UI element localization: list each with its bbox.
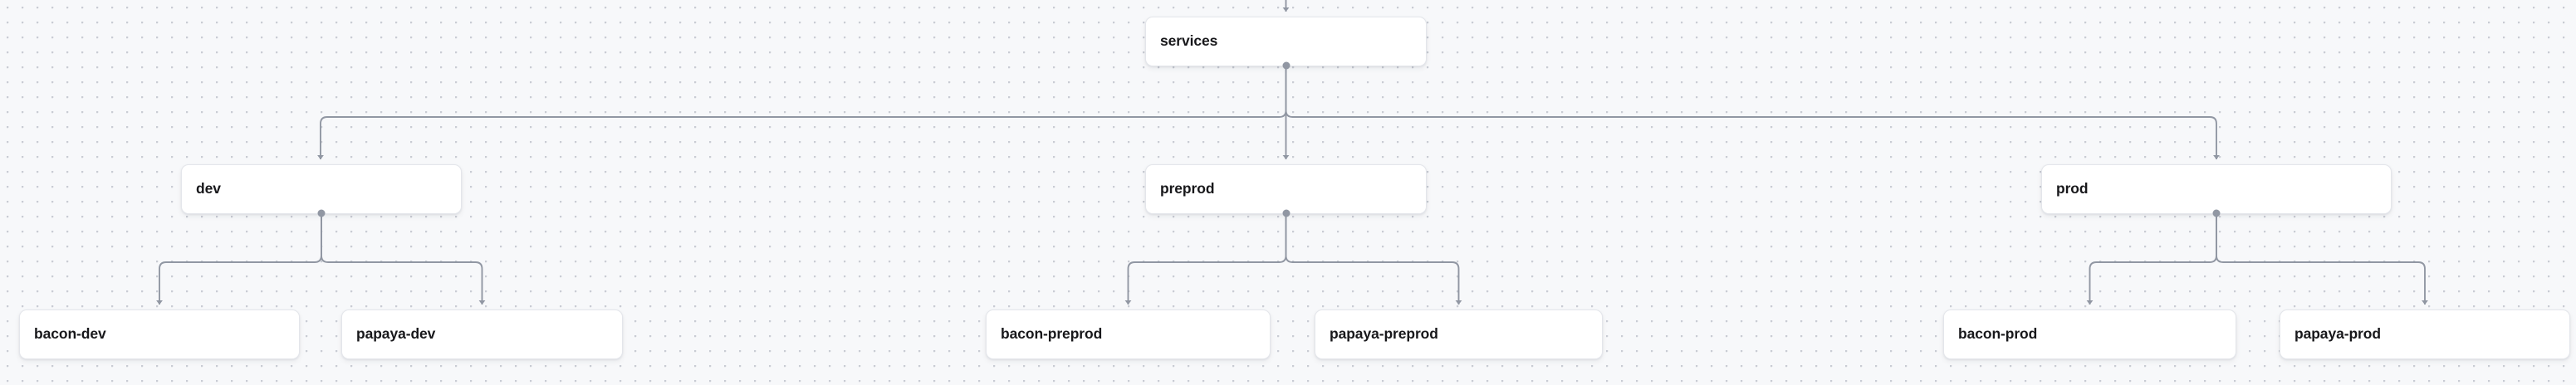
edge-prod-bacon-prod (2086, 214, 2217, 305)
node-papaya-dev[interactable]: papaya-dev (341, 309, 623, 359)
edge-services-prod (1285, 66, 2220, 160)
node-label: prod (2056, 180, 2089, 197)
node-label: preprod (1160, 180, 1215, 197)
node-label: bacon-dev (34, 325, 106, 343)
node-prod[interactable]: prod (2041, 164, 2392, 217)
node-dev[interactable]: dev (181, 164, 462, 217)
node-label: bacon-prod (1958, 325, 2038, 343)
source-handle[interactable] (1282, 61, 1290, 70)
edge-prod-papaya-prod (2216, 214, 2428, 305)
node-papaya-preprod[interactable]: papaya-preprod (1315, 309, 1603, 359)
node-label: dev (196, 180, 221, 197)
node-preprod[interactable]: preprod (1145, 164, 1427, 217)
edge-dev-bacon-dev (156, 214, 322, 305)
edge-preprod-papaya-preprod (1285, 214, 1462, 305)
node-label: services (1160, 32, 1218, 50)
node-label: bacon-preprod (1001, 325, 1103, 343)
node-services[interactable]: services (1145, 17, 1427, 70)
node-bacon-dev[interactable]: bacon-dev (19, 309, 300, 359)
edge-services-dev (317, 66, 1287, 160)
source-handle[interactable] (1282, 209, 1290, 217)
source-handle[interactable] (317, 209, 326, 217)
edge-dev-papaya-dev (321, 214, 486, 305)
source-handle[interactable] (2212, 209, 2221, 217)
node-bacon-prod[interactable]: bacon-prod (1943, 309, 2236, 359)
node-bacon-preprod[interactable]: bacon-preprod (986, 309, 1271, 359)
edge-preprod-bacon-preprod (1124, 214, 1287, 305)
node-papaya-prod[interactable]: papaya-prod (2280, 309, 2570, 359)
node-label: papaya-dev (356, 325, 436, 343)
node-label: papaya-prod (2294, 325, 2381, 343)
node-label: papaya-preprod (1330, 325, 1438, 343)
